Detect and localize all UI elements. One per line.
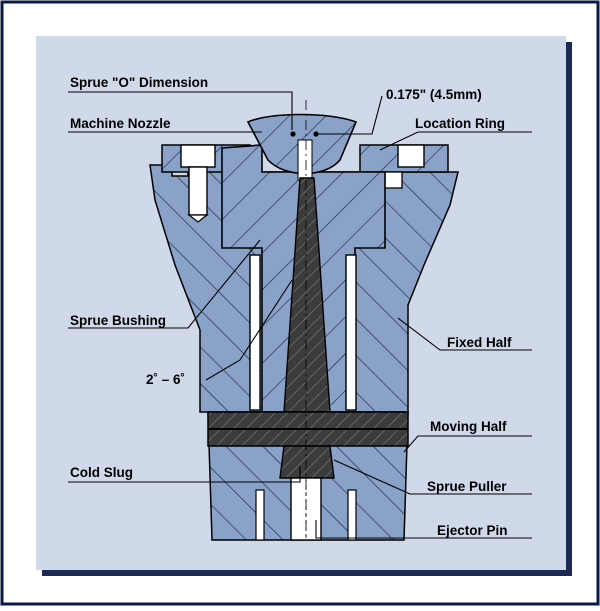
label-sprue-o-dimension: Sprue "O" Dimension (70, 75, 208, 90)
right-moving-slot (347, 489, 357, 541)
leader-taper (205, 279, 293, 381)
right-clearance-slot (345, 254, 357, 411)
right-bolt-head-recess (397, 144, 425, 168)
label-sprue-puller: Sprue Puller (427, 479, 507, 494)
label-nozzle-diameter: 0.175" (4.5mm) (386, 87, 482, 102)
label-sprue-bushing: Sprue Bushing (70, 313, 166, 328)
label-cold-slug: Cold Slug (70, 465, 133, 480)
left-bolt-head-recess (180, 144, 216, 168)
nozzle-channel (297, 139, 313, 181)
left-bolt-tip (187, 214, 209, 223)
label-machine-nozzle: Machine Nozzle (70, 116, 171, 131)
label-moving-half: Moving Half (430, 419, 507, 434)
label-ejector-pin: Ejector Pin (437, 523, 508, 538)
leader-sprue-o (68, 91, 293, 130)
leader-sprue-puller (333, 459, 532, 495)
left-clearance-slot (249, 254, 261, 411)
label-taper-angle: 2˚ – 6˚ (146, 372, 185, 387)
leader-fixed-half (397, 317, 532, 351)
label-fixed-half: Fixed Half (447, 335, 512, 350)
leader-lines (68, 91, 532, 539)
leader-ejector-pin (315, 520, 532, 539)
leader-moving-half (403, 435, 532, 453)
left-moving-slot (255, 489, 265, 541)
leader-cold-slug (68, 466, 301, 483)
left-bolt-shank (188, 166, 208, 216)
leader-sprue-bushing (68, 239, 261, 329)
nozzle-orifice-left (290, 131, 296, 137)
dowel-pin-recess (383, 171, 403, 189)
cold-slug (279, 445, 335, 479)
leader-location-ring (379, 131, 532, 151)
label-location-ring: Location Ring (415, 116, 505, 131)
leader-nozzle-dia (316, 95, 383, 135)
